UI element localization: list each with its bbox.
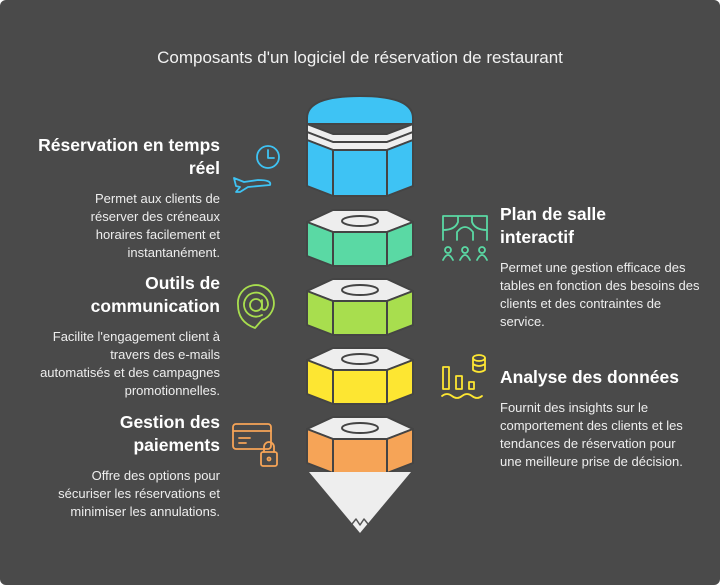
description: Fournit des insights sur le comportement… [500,400,683,469]
pencil-segment [306,347,414,405]
eraser-segment [306,95,414,197]
page-title: Composants d'un logiciel de réservation … [157,48,563,67]
chart-database-icon [441,354,486,399]
block-communication: Outils de communication Facilite l'engag… [20,272,220,400]
heading: Réservation en temps réel [38,135,220,178]
pencil-segment [306,278,414,336]
at-chat-icon [237,284,275,329]
pencil-segment [306,416,414,474]
block-payments: Gestion des paiements Offre des options … [20,411,220,521]
pencil-segment [306,209,414,267]
floor-plan-icon [442,215,488,261]
block-floor-plan: Plan de salle interactif Permet une gest… [500,203,700,331]
heading: Plan de salle interactif [500,204,607,247]
description: Permet une gestion efficace des tables e… [500,260,700,329]
description: Facilite l'engagement client à travers d… [40,329,220,398]
description: Offre des options pour sécuriser les rés… [58,468,220,519]
block-data-analysis: Analyse des données Fournit des insights… [500,366,700,471]
block-realtime-reservation: Réservation en temps réel Permet aux cli… [20,134,220,262]
pencil-tip [309,472,411,533]
description: Permet aux clients de réserver des créne… [90,191,220,260]
heading: Gestion des paiements [119,412,220,455]
card-lock-icon [232,423,278,467]
airplane-clock-icon [233,145,280,193]
heading: Analyse des données [500,367,679,387]
heading: Outils de communication [90,273,220,316]
